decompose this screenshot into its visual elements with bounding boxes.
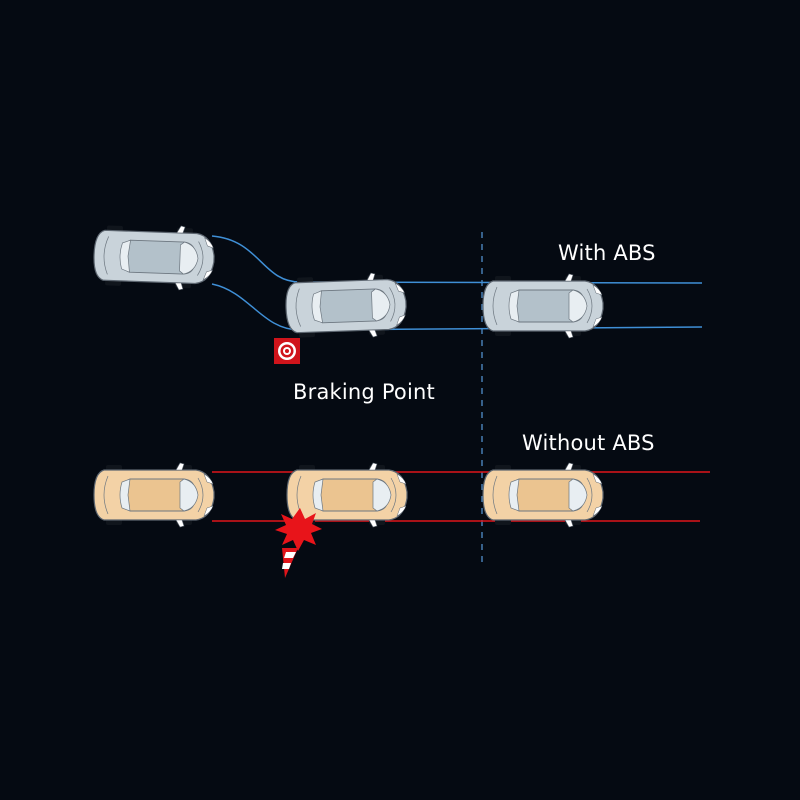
without-abs-label: Without ABS [522,431,655,455]
abs-car-swerving [284,271,408,341]
abs-car-stopped [482,273,604,339]
traffic-cone-icon [282,548,298,578]
abs-track-upper [211,235,703,284]
no-abs-car-colliding [286,462,408,528]
with-abs-label: With ABS [558,241,656,265]
collision-burst-icon [275,508,322,551]
abs-car-start [92,222,216,292]
no-abs-car-stopped [482,462,604,528]
target-icon [274,338,300,364]
braking-point-label: Braking Point [293,380,435,404]
no-abs-car-start [93,462,215,528]
